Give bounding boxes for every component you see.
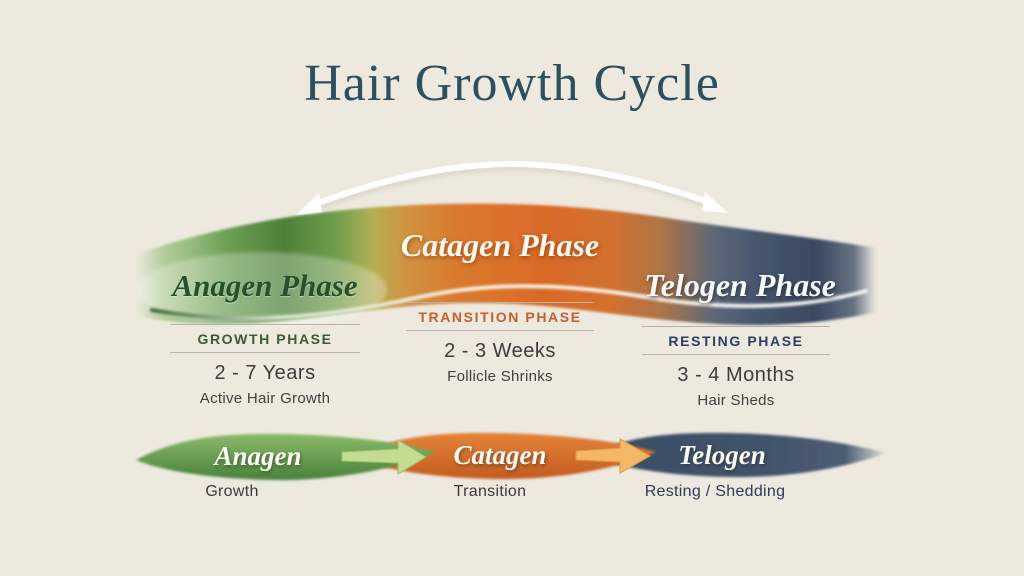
arrow-anagen-to-catagen-icon [341,439,427,475]
detail-description-catagen: Follicle Shrinks [447,368,553,385]
flow-sub-catagen: Transition [453,483,527,500]
flow-label-anagen: Anagen [214,441,302,471]
ribbon-sheen [137,252,387,328]
detail-duration-catagen: 2 - 3 Weeks [444,340,556,362]
ribbon-label-catagen: Catagen Phase [400,227,600,263]
detail-column-telogen: RESTING PHASE 3 - 4 Months Hair Sheds [642,326,830,409]
telogen-pill [588,432,886,478]
detail-heading-catagen: TRANSITION PHASE [406,302,594,331]
flow-band [136,432,886,481]
ribbon-fold-highlight [150,284,868,321]
detail-description-anagen: Active Hair Growth [199,390,331,407]
detail-description-telogen: Hair Sheds [697,392,775,409]
ribbon-label-anagen: Anagen Phase [172,268,358,303]
anagen-pill [136,433,436,481]
detail-heading-telogen: RESTING PHASE [642,326,830,355]
ribbon-label-telogen: Telogen Phase [644,267,836,303]
detail-column-anagen: GROWTH PHASE 2 - 7 Years Active Hair Gro… [170,324,360,407]
cycle-arrow-icon [296,160,728,215]
flow-sub-telogen: Resting / Shedding [644,483,786,500]
phase-ribbon [136,203,876,328]
arrow-catagen-to-telogen-icon [575,438,652,474]
flow-label-telogen: Telogen [678,440,766,470]
flow-label-catagen: Catagen [453,440,547,470]
detail-column-catagen: TRANSITION PHASE 2 - 3 Weeks Follicle Sh… [406,302,594,385]
flow-sub-anagen: Growth [205,483,259,500]
detail-duration-anagen: 2 - 7 Years [214,362,316,384]
page-title: Hair Growth Cycle [304,55,720,112]
detail-heading-anagen: GROWTH PHASE [170,324,360,353]
catagen-pill [352,432,656,480]
detail-duration-telogen: 3 - 4 Months [677,364,795,386]
